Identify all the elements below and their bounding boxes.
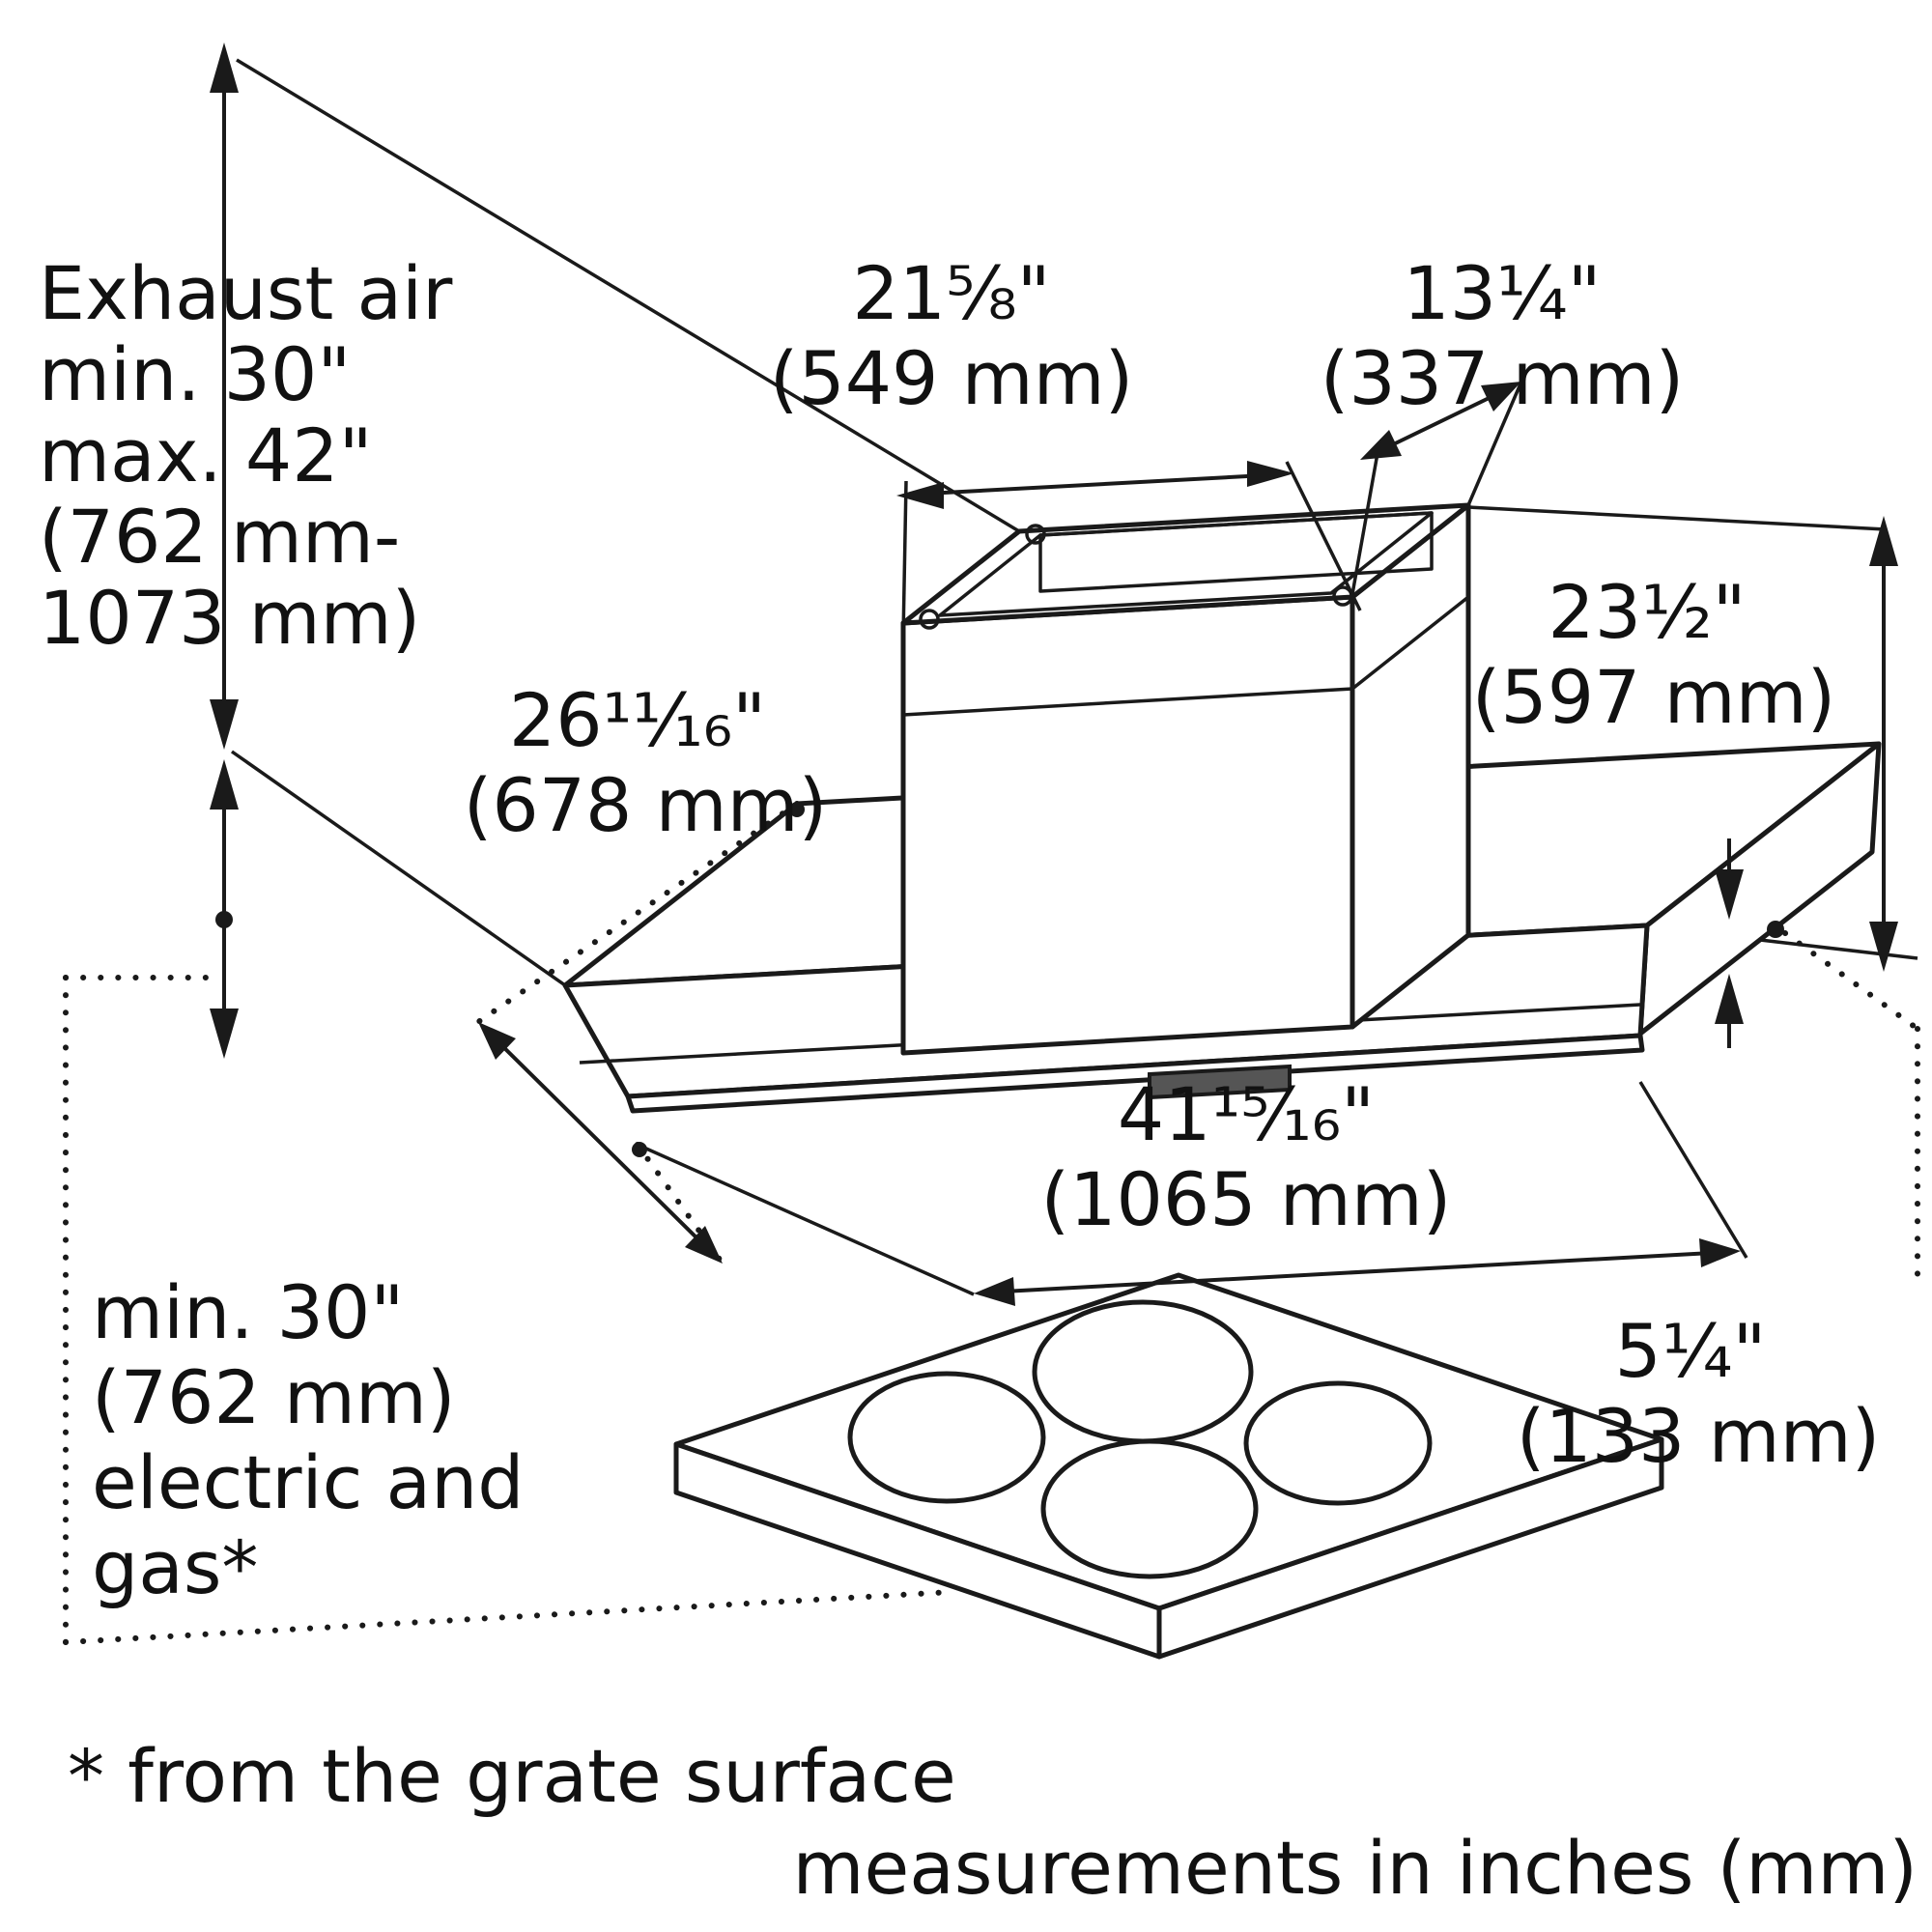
- hood-handle: [1148, 1064, 1292, 1100]
- extension-line-left: [637, 1143, 975, 1296]
- hood-top-reference-line: [230, 750, 567, 987]
- arrowhead-down: [1715, 869, 1744, 920]
- hood-height-dimension: [1715, 838, 1920, 1288]
- exhaust-air-label-line1: Exhaust air: [39, 250, 453, 336]
- extension-line-front: [1350, 441, 1381, 595]
- mounting-hole: [919, 609, 940, 630]
- arrowhead-down: [210, 1009, 239, 1059]
- chimney-width-mm: (549 mm): [770, 335, 1134, 421]
- extension-line-rear: [1466, 374, 1526, 506]
- reference-dot: [789, 802, 805, 817]
- min-clearance-line4: gas*: [92, 1524, 258, 1610]
- hood-height-mm: (133 mm): [1517, 1393, 1881, 1479]
- extension-line-left: [901, 480, 908, 639]
- burner-right: [1243, 1380, 1433, 1506]
- duct-height-mm: (597 mm): [1472, 654, 1836, 740]
- exhaust-air-label-line4: (762 mm-: [39, 494, 400, 580]
- chimney-inner-rear-wall: [1038, 511, 1434, 593]
- labels: Exhaust air min. 30" max. 42" (762 mm- 1…: [39, 250, 1918, 1911]
- arrowhead-front: [1360, 430, 1402, 460]
- exhaust-air-label-line5: 1073 mm): [39, 575, 420, 661]
- dotted-extension-front: [635, 1142, 725, 1266]
- hood-depth-mm: (678 mm): [464, 762, 828, 848]
- arrowhead-up: [210, 43, 239, 93]
- mounting-hole: [1025, 524, 1046, 545]
- exhaust-air-label-line2: min. 30": [39, 331, 351, 417]
- chimney-width-inches: 21⁵⁄₈": [852, 250, 1050, 336]
- dimension-line: [907, 472, 1284, 497]
- arrowhead-rear: [478, 1022, 516, 1060]
- arrowhead-left: [896, 482, 944, 509]
- duct-top-reference-line: [1467, 505, 1887, 531]
- chimney-depth-inches: 13¹⁄₄": [1403, 250, 1601, 336]
- chimney-duct-cover: [900, 502, 1471, 1056]
- hood-height-inches: 5¹⁄₄": [1615, 1308, 1767, 1394]
- min-clearance-line2: (762 mm): [92, 1354, 456, 1440]
- reference-dot: [215, 911, 233, 928]
- reference-dot: [1767, 921, 1784, 938]
- chimney-seam-side: [1350, 595, 1470, 691]
- chimney-seam-front: [902, 687, 1353, 717]
- duct-height-inches: 23¹⁄₂": [1548, 569, 1746, 655]
- dimension-line: [984, 1250, 1730, 1294]
- chimney-depth-mm: (337 mm): [1321, 335, 1685, 421]
- cooktop-front-face: [1156, 1436, 1664, 1660]
- dotted-guides-left: [63, 975, 954, 1645]
- hood-width-dimension: [637, 1081, 1748, 1306]
- exhaust-air-dimension: [210, 43, 239, 1059]
- footnote: * from the grate surface: [68, 1733, 956, 1819]
- extension-line-right: [1638, 1081, 1748, 1259]
- dimension-line: [486, 1030, 715, 1256]
- arrowhead-front: [685, 1226, 723, 1264]
- dotted-extension-rear: [475, 801, 800, 1025]
- duct-height-dimension: [1869, 516, 1898, 972]
- burner-left: [847, 1371, 1046, 1504]
- chimney-depth-dimension: [1350, 374, 1526, 595]
- chimney-front-face: [900, 594, 1355, 1056]
- exhaust-air-label-line3: max. 42": [39, 412, 373, 498]
- extension-line-right: [1285, 461, 1362, 611]
- cooktop: [673, 1272, 1664, 1660]
- dimension-line: [1380, 387, 1508, 452]
- ceiling-diagonal-line: [236, 58, 1020, 533]
- arrowhead-right: [1699, 1238, 1741, 1267]
- units-note: measurements in inches (mm): [792, 1825, 1918, 1911]
- arrowhead-up: [1715, 974, 1744, 1024]
- dotted-connector-horizontal: [1782, 930, 1920, 1032]
- hood-width-inches: 41¹⁵⁄₁₆": [1118, 1071, 1375, 1157]
- arrowhead-down: [210, 699, 239, 750]
- arrowhead-up: [1869, 516, 1898, 566]
- min-clearance-line3: electric and: [92, 1439, 525, 1525]
- burner-front: [1040, 1438, 1259, 1579]
- arrowhead-left: [974, 1277, 1015, 1306]
- hood-width-mm: (1065 mm): [1041, 1156, 1452, 1242]
- hood-bottom-lip: [625, 1033, 1645, 1114]
- hood-depth-inches: 26¹¹⁄₁₆": [509, 677, 766, 763]
- arrowhead-rear: [1481, 382, 1521, 412]
- arrowhead-down: [1869, 922, 1898, 972]
- arrowhead-up: [210, 759, 239, 810]
- chimney-width-dimension: [896, 461, 1362, 639]
- arrowhead-right: [1247, 461, 1294, 487]
- min-clearance-line1: min. 30": [92, 1269, 404, 1355]
